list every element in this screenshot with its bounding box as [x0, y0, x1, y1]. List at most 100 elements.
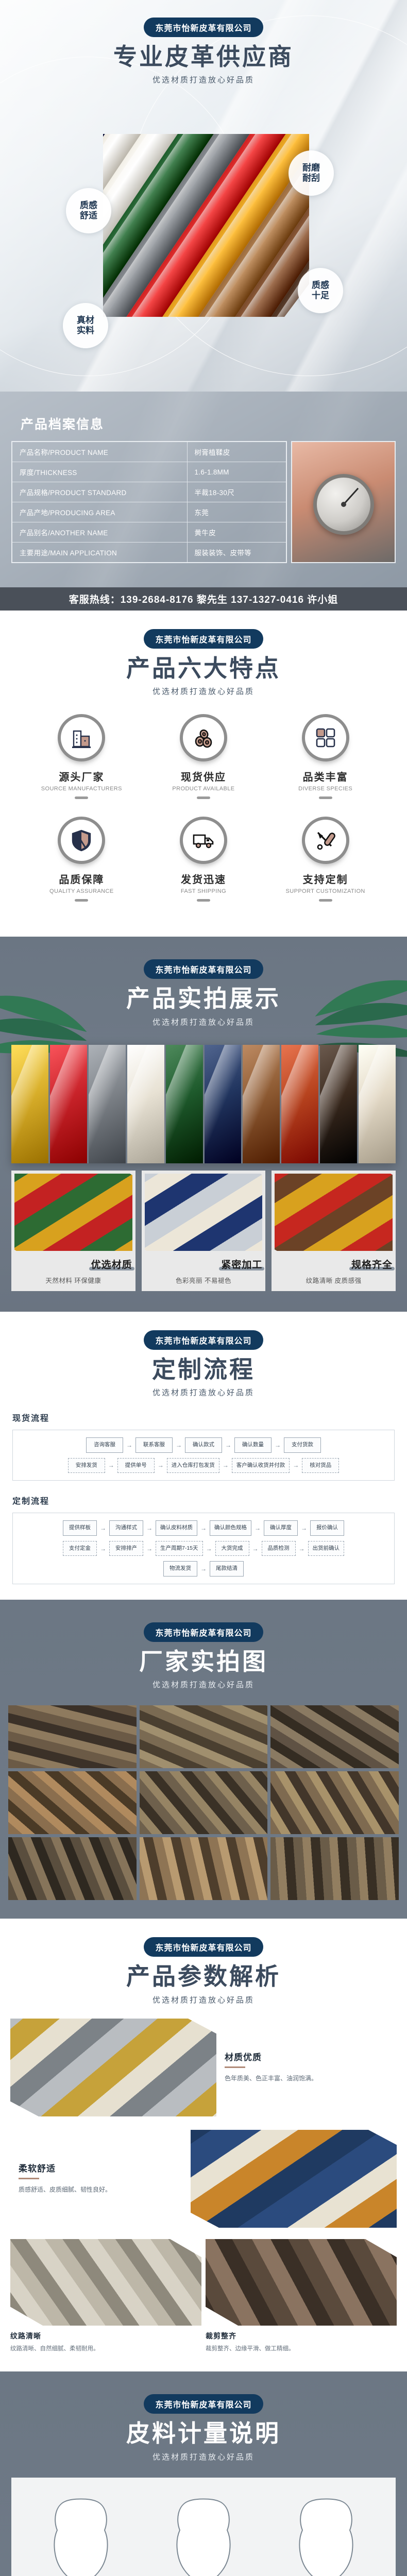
flow-step[interactable]: 出货前确认 — [308, 1540, 344, 1556]
info-heading: 产品档案信息 — [21, 417, 105, 432]
flow-step[interactable]: 生产周期7-15天 — [155, 1540, 203, 1556]
showcase-card-desc-3: 纹路清晰 皮质感强 — [306, 1277, 362, 1284]
showcase-strip-color-3 — [88, 1044, 126, 1163]
info-row-value: 服装装饰、皮带等 — [194, 549, 251, 557]
factory-photo-4 — [8, 1771, 137, 1835]
feature-icon-circle-1 — [58, 714, 106, 762]
flow-arrow: → — [200, 1565, 207, 1573]
custom-flow-heading: 定制流程 — [12, 1497, 50, 1506]
showcase-heading-group: 东莞市怡新皮革有限公司 产品实拍展示 优选材质打造放心好品质 — [0, 959, 407, 1027]
param-desc-1: 色年质美、色正丰富、油润饱满。 — [225, 2075, 318, 2082]
flow-step[interactable]: 确认厚度 — [264, 1520, 298, 1536]
flow-step[interactable]: 支付货款 — [284, 1437, 321, 1453]
flow-step[interactable]: 沟通样式 — [109, 1520, 143, 1536]
flow-step[interactable]: 提供单号 — [117, 1458, 155, 1473]
feature-en-3: DIVERSE SPECIES — [298, 786, 353, 792]
process-section: 东莞市怡新皮革有限公司 定制流程 优选材质打造放心好品质 现货流程 咨询客服→联… — [0, 1311, 407, 1600]
feature-underline-5 — [196, 899, 210, 902]
features-brand-pill: 东莞市怡新皮革有限公司 — [144, 629, 263, 649]
flow-step[interactable]: 进入仓库打包发货 — [166, 1458, 219, 1473]
param-text-2: 柔软舒适 质感舒适、皮质细腻、韧性良好。 — [10, 2161, 191, 2196]
flow-step[interactable]: 报价确认 — [310, 1520, 344, 1536]
feature-icon-circle-5 — [179, 817, 227, 865]
hero-bubble-4-line2: 实料 — [77, 326, 94, 335]
feature-name-4: 品质保障 — [59, 874, 105, 886]
flow-step[interactable]: 确认款式 — [185, 1437, 222, 1453]
leather-color-strip — [11, 1044, 396, 1163]
flow-step[interactable]: 大货完成 — [215, 1540, 249, 1556]
flow-row: 咨询客服→联系客服→确认款式→确认数量→支付货款 — [19, 1437, 388, 1453]
hero-bubble-1: 质感 舒适 — [66, 188, 111, 233]
flow-step[interactable]: 咨询客服 — [86, 1437, 123, 1453]
measure-diagram-box: 半裁皮（左）半裁皮（右）整张皮 1尺 = 1平方英尺 ≈ 0.0929平方米 （… — [11, 2477, 396, 2576]
feature-en-2: PRODUCT AVAILABLE — [172, 786, 235, 792]
flow-step[interactable]: 尾款结清 — [210, 1561, 244, 1577]
gauge-dial-icon — [313, 474, 374, 535]
hero-section: 东莞市怡新皮革有限公司 专业皮革供应商 优选材质打造放心好品质 质感 舒适 耐磨… — [0, 0, 407, 392]
params-title: 产品参数解析 — [126, 1963, 281, 1990]
flow-step[interactable]: 物流发货 — [163, 1561, 197, 1577]
showcase-card-1[interactable]: 优选材质天然材料 环保健康 — [11, 1170, 135, 1291]
showcase-card-title-2: 紧密加工 — [219, 1257, 265, 1271]
param-title-3: 纹路清晰 — [10, 2331, 41, 2340]
flow-step[interactable]: 客户确认收货并付款 — [231, 1458, 290, 1473]
showcase-strip-color-10 — [359, 1044, 396, 1163]
hero-bubble-2-line1: 耐磨 — [302, 163, 320, 173]
showcase-card-title-3: 规格齐全 — [349, 1257, 395, 1271]
hotline-bar[interactable]: 客服热线：139-2684-8176 黎先生 137-1327-0416 许小姐 — [0, 587, 407, 611]
showcase-card-2[interactable]: 紧密加工色彩亮丽 不易褪色 — [141, 1170, 266, 1291]
showcase-card-photo-1 — [14, 1173, 132, 1251]
param-title-1: 材质优质 — [225, 2050, 388, 2068]
hero-bubble-1-line2: 舒适 — [80, 211, 97, 221]
flow-step[interactable]: 确认皮料材质 — [156, 1520, 197, 1536]
flow-step[interactable]: 联系客服 — [135, 1437, 173, 1453]
param-photo-3 — [10, 2239, 201, 2326]
flow-arrow: → — [100, 1524, 106, 1532]
flow-step[interactable]: 支付定金 — [62, 1540, 97, 1556]
factory-photo-5 — [139, 1771, 268, 1835]
process-title: 定制流程 — [152, 1355, 255, 1383]
params-section: 东莞市怡新皮革有限公司 产品参数解析 优选材质打造放心好品质 材质优质 色年质美… — [0, 1919, 407, 2372]
param-text-1: 材质优质 色年质美、色正丰富、油润饱满。 — [216, 2050, 397, 2084]
flow-step[interactable]: 核对货品 — [302, 1458, 340, 1473]
measure-title: 皮料计量说明 — [126, 2420, 281, 2447]
flow-step[interactable]: 确认颜色规格 — [210, 1520, 251, 1536]
flow-step[interactable]: 安排发货 — [67, 1458, 105, 1473]
flow-step[interactable]: 确认数量 — [234, 1437, 272, 1453]
info-row-key: 产品规格/PRODUCT STANDARD — [12, 482, 188, 502]
feature-name-3: 品类丰富 — [302, 772, 348, 784]
factory-section: 东莞市怡新皮革有限公司 厂家实拍图 优选材质打造放心好品质 — [0, 1600, 407, 1919]
showcase-card-3[interactable]: 规格齐全纹路清晰 皮质感强 — [272, 1170, 396, 1291]
feature-underline-3 — [318, 796, 332, 800]
factory-photo-8 — [139, 1837, 268, 1901]
feature-item-3[interactable]: 品类丰富 DIVERSE SPECIES — [264, 714, 386, 800]
process-heading-group: 东莞市怡新皮革有限公司 定制流程 优选材质打造放心好品质 — [0, 1330, 407, 1398]
feature-en-5: FAST SHIPPING — [180, 888, 227, 895]
hero-subtitle: 优选材质打造放心好品质 — [152, 76, 255, 85]
factory-photo-1 — [8, 1705, 137, 1769]
showcase-strip-color-5 — [165, 1044, 203, 1163]
showcase-strip-color-6 — [204, 1044, 242, 1163]
flow-step[interactable]: 品质检测 — [261, 1540, 296, 1556]
hide-shapes: 半裁皮（左）半裁皮（右）整张皮 — [20, 2487, 387, 2576]
hero-heading-group: 东莞市怡新皮革有限公司 专业皮革供应商 优选材质打造放心好品质 — [0, 0, 407, 85]
hero-bubble-2: 耐磨 耐刮 — [289, 150, 334, 196]
flow-arrow: → — [157, 1462, 164, 1469]
hero-title: 专业皮革供应商 — [113, 43, 294, 70]
showcase-strip-color-9 — [320, 1044, 358, 1163]
features-title: 产品六大特点 — [126, 655, 281, 682]
flow-step[interactable]: 提供样板 — [63, 1520, 97, 1536]
feature-name-1: 源头厂家 — [59, 772, 105, 784]
shield-icon — [72, 830, 91, 852]
showcase-brand-pill: 东莞市怡新皮革有限公司 — [144, 959, 263, 979]
factory-brand-pill: 东莞市怡新皮革有限公司 — [144, 1622, 263, 1642]
flow-step[interactable]: 安排排产 — [109, 1540, 143, 1556]
